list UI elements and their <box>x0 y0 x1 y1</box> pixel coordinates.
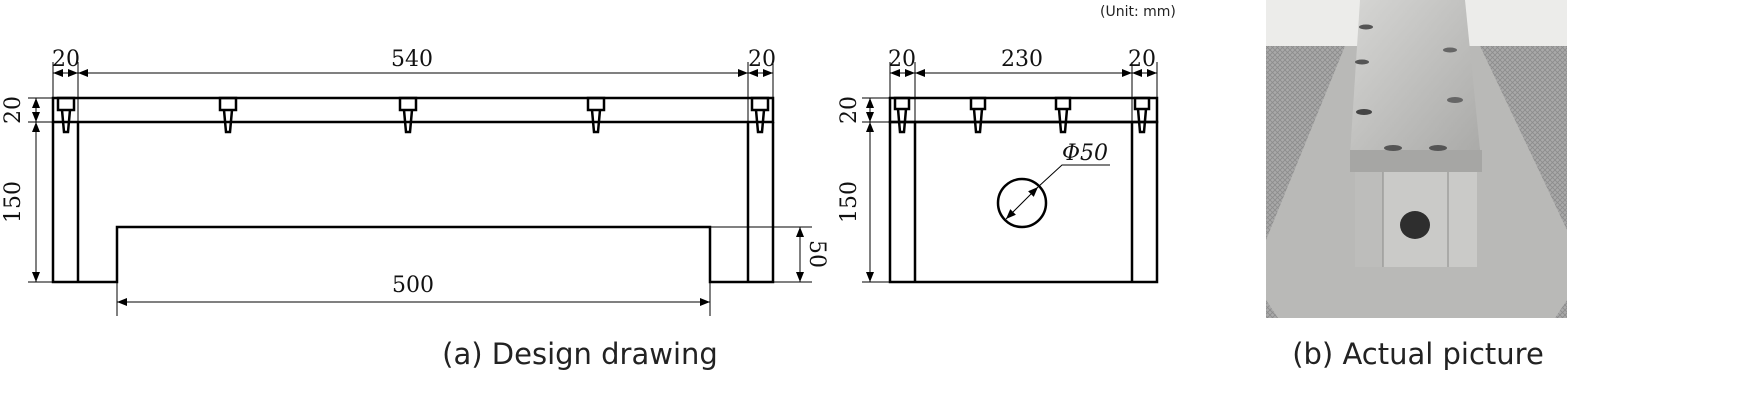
dim-front-right-flange: 20 <box>1128 47 1156 72</box>
side-view-drawing: 20 540 20 20 150 500 50 <box>1 47 829 316</box>
dim-side-left-flange: 20 <box>52 47 80 72</box>
dim-front-width: 230 <box>1001 47 1043 72</box>
dim-hole-diameter: Φ50 <box>1062 141 1108 166</box>
bolt-icons <box>56 96 770 134</box>
dim-side-plate: 20 <box>1 96 26 124</box>
unit-note: (Unit: mm) <box>1100 4 1176 20</box>
dim-opening-height: 50 <box>804 240 829 268</box>
dim-front-plate: 20 <box>837 96 862 124</box>
actual-photo <box>1266 0 1567 318</box>
body-outline <box>51 122 775 284</box>
caption-b: (b) Actual picture <box>1292 337 1544 371</box>
caption-a: (a) Design drawing <box>442 337 718 371</box>
dim-front-left-flange: 20 <box>888 47 916 72</box>
front-view-drawing: 20 230 20 20 150 Φ50 <box>837 47 1159 284</box>
bolt-icons <box>893 96 1151 134</box>
dim-side-height: 150 <box>1 181 26 223</box>
dim-side-right-flange: 20 <box>748 47 776 72</box>
hole <box>996 177 1048 229</box>
dim-side-length: 540 <box>391 47 433 72</box>
dim-opening-width: 500 <box>392 273 434 298</box>
dim-front-height: 150 <box>837 181 862 223</box>
